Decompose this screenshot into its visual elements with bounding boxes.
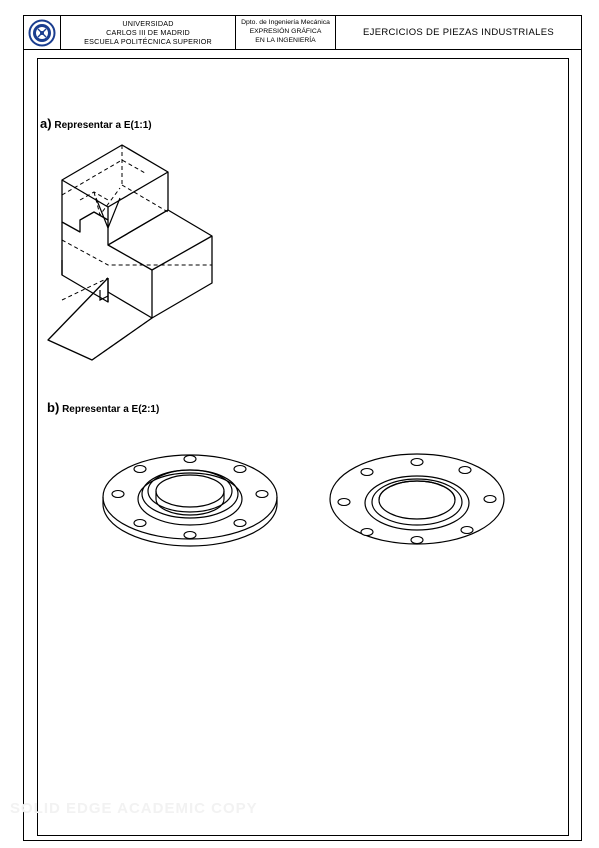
exercise-b-key: b)	[47, 400, 60, 415]
watermark: SOLID EDGE ACADEMIC COPY	[10, 800, 258, 817]
drawing-sheet: UNIVERSIDAD CARLOS III DE MADRID ESCUELA…	[23, 15, 582, 841]
exercise-a-key: a)	[40, 116, 52, 131]
department-name: Dpto. de Ingeniería Mecánica EXPRESIÓN G…	[236, 16, 336, 49]
university-name: UNIVERSIDAD CARLOS III DE MADRID ESCUELA…	[61, 16, 236, 49]
university-line-1: UNIVERSIDAD	[122, 19, 174, 28]
university-line-3: ESCUELA POLITÉCNICA SUPERIOR	[84, 37, 212, 46]
exercise-b-text: Representar a E(2:1)	[62, 404, 160, 415]
university-seal-icon	[28, 19, 56, 46]
exercise-b-label: b) Representar a E(2:1)	[47, 400, 159, 415]
flange-drawing-right	[329, 453, 505, 545]
department-line-3: EN LA INGENIERÍA	[255, 36, 316, 44]
exercise-a-label: a) Representar a E(1:1)	[40, 116, 152, 131]
department-line-2: EXPRESIÓN GRÁFICA	[249, 28, 322, 36]
drawing-area	[37, 58, 569, 836]
sheet-title: EJERCICIOS DE PIEZAS INDUSTRIALES	[336, 16, 581, 49]
university-line-2: CARLOS III DE MADRID	[106, 28, 190, 37]
flange-drawing-left	[102, 454, 278, 547]
title-block: UNIVERSIDAD CARLOS III DE MADRID ESCUELA…	[24, 16, 581, 50]
sheet-title-text: EJERCICIOS DE PIEZAS INDUSTRIALES	[363, 27, 554, 38]
exercise-a-text: Representar a E(1:1)	[54, 120, 152, 131]
department-line-1: Dpto. de Ingeniería Mecánica	[241, 19, 330, 27]
university-logo-cell	[24, 16, 61, 49]
